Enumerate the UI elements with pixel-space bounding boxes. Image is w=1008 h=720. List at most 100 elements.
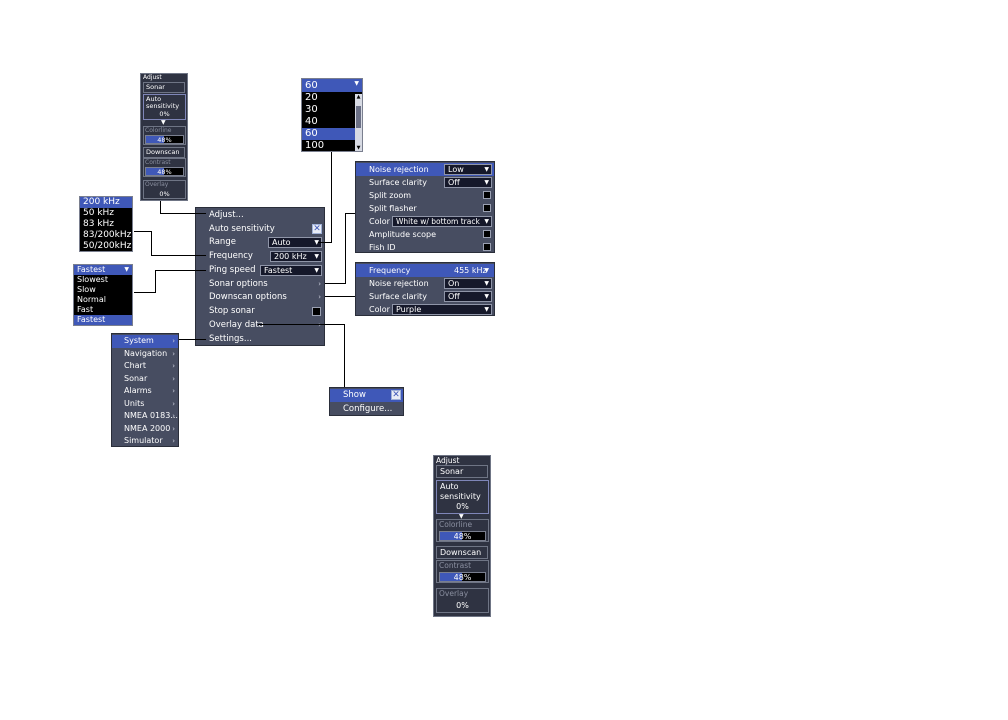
chevron-down-icon: ▼ <box>484 218 489 225</box>
overlay-box[interactable]: Overlay 0% <box>436 588 489 613</box>
colorline-box[interactable]: Colorline 48% <box>436 519 489 542</box>
sonar-opt-color[interactable]: Color White w/ bottom track▼ <box>356 215 494 228</box>
connector-line <box>331 152 332 243</box>
contrast-box[interactable]: Contrast 48% <box>436 560 489 583</box>
ping-option[interactable]: Normal <box>77 295 106 304</box>
scroll-down-icon[interactable]: ▼ <box>356 145 361 151</box>
settings-option[interactable]: NMEA 0183...› <box>112 410 178 423</box>
chevron-down-icon: ▼ <box>354 80 359 87</box>
menu-frequency[interactable]: Frequency 200 kHz▼ <box>196 250 324 263</box>
settings-option[interactable]: System› <box>112 335 178 348</box>
overlay-box[interactable]: Overlay 0% <box>143 180 186 199</box>
ping-option[interactable]: Slowest <box>77 275 108 284</box>
colorline-bar: 48% <box>145 135 184 144</box>
settings-option[interactable]: Chart› <box>112 360 178 373</box>
sonar-opt-fish-id[interactable]: Fish ID <box>356 241 494 254</box>
sonar-opt-amplitude[interactable]: Amplitude scope <box>356 228 494 241</box>
freq-option[interactable]: 50 kHz <box>83 208 115 218</box>
ping-option[interactable]: Fastest <box>74 315 132 325</box>
settings-option[interactable]: Navigation› <box>112 348 178 361</box>
noise-dropdown[interactable]: Low▼ <box>444 164 492 175</box>
downscan-opt-frequency[interactable]: Frequency 455 kHz▼ <box>356 264 494 277</box>
chevron-right-icon: › <box>172 399 175 408</box>
color-dropdown[interactable]: White w/ bottom track▼ <box>392 216 492 227</box>
sonar-label: Sonar <box>143 82 185 93</box>
overlay-configure[interactable]: Configure... <box>343 404 393 414</box>
sonar-opt-noise[interactable]: Noise rejection Low▼ <box>356 163 494 176</box>
menu-overlay-data[interactable]: Overlay data› <box>209 320 321 330</box>
menu-downscan-options[interactable]: Downscan options› <box>209 292 321 302</box>
menu-ping-speed[interactable]: Ping speed Fastest▼ <box>196 264 324 277</box>
range-list-header[interactable]: 60 ▼ <box>302 79 362 92</box>
ds-noise-dropdown[interactable]: On▼ <box>444 278 492 289</box>
downscan-opt-color[interactable]: Color Purple▼ <box>356 303 494 316</box>
downscan-opt-noise[interactable]: Noise rejection On▼ <box>356 277 494 290</box>
stop-sonar-checkbox[interactable] <box>312 307 321 316</box>
menu-adjust[interactable]: Adjust... <box>209 210 244 220</box>
sonar-opt-clarity[interactable]: Surface clarity Off▼ <box>356 176 494 189</box>
colorline-fill <box>146 136 164 143</box>
auto-sensitivity-checkbox[interactable]: ✕ <box>312 224 322 234</box>
scroll-up-icon[interactable]: ▲ <box>356 94 361 100</box>
freq-option[interactable]: 83 kHz <box>83 219 115 229</box>
contrast-box[interactable]: Contrast 48% <box>143 158 186 177</box>
scroll-thumb[interactable] <box>356 106 361 128</box>
downscan-opt-clarity[interactable]: Surface clarity Off▼ <box>356 290 494 303</box>
connector-line <box>344 324 345 387</box>
settings-option[interactable]: Units› <box>112 398 178 411</box>
settings-option[interactable]: Alarms› <box>112 385 178 398</box>
settings-option[interactable]: NMEA 2000› <box>112 423 178 436</box>
menu-sonar-options[interactable]: Sonar options› <box>209 279 321 289</box>
sonar-opt-split-zoom[interactable]: Split zoom <box>356 189 494 202</box>
settings-option[interactable]: Simulator› <box>112 435 178 448</box>
chevron-right-icon: › <box>172 437 175 445</box>
fish-id-checkbox[interactable] <box>483 243 491 251</box>
ds-color-dropdown[interactable]: Purple▼ <box>392 304 492 315</box>
amplitude-checkbox[interactable] <box>483 230 491 238</box>
menu-range[interactable]: Range Auto▼ <box>196 236 324 249</box>
sonar-opt-split-flasher[interactable]: Split flasher <box>356 202 494 215</box>
chevron-down-icon: ▼ <box>484 306 489 313</box>
colorline-fill <box>440 532 462 540</box>
clarity-dropdown[interactable]: Off▼ <box>444 177 492 188</box>
ping-list-header[interactable]: Fastest ▼ <box>74 265 132 275</box>
show-checkbox[interactable]: ✕ <box>391 390 401 400</box>
split-flasher-checkbox[interactable] <box>483 204 491 212</box>
connector-line <box>345 213 355 214</box>
connector-line <box>155 270 206 271</box>
ping-speed-dropdown[interactable]: Fastest▼ <box>260 265 322 276</box>
connector-line <box>160 201 161 214</box>
adjust-title: Adjust <box>436 456 460 465</box>
adjust-panel-large: Adjust Sonar Auto sensitivity 0% ▼ Color… <box>433 455 491 617</box>
ds-frequency-dropdown[interactable]: 455 kHz▼ <box>450 265 492 276</box>
ping-option[interactable]: Slow <box>77 285 96 294</box>
menu-settings[interactable]: Settings... <box>209 334 252 344</box>
frequency-dropdown[interactable]: 200 kHz▼ <box>270 251 322 262</box>
connector-line <box>155 270 156 293</box>
menu-auto-sensitivity[interactable]: Auto sensitivity ✕ <box>209 224 322 234</box>
range-dropdown[interactable]: Auto▼ <box>268 237 322 248</box>
range-scrollbar[interactable]: ▲ ▼ <box>355 94 362 151</box>
chevron-right-icon: › <box>172 374 175 383</box>
freq-option[interactable]: 200 kHz <box>80 197 132 208</box>
menu-stop-sonar[interactable]: Stop sonar <box>196 305 324 318</box>
overlay-show[interactable]: Show ✕ <box>330 389 403 402</box>
chevron-right-icon: › <box>172 362 175 370</box>
range-option[interactable]: 100 <box>305 140 325 151</box>
settings-option[interactable]: Sonar› <box>112 373 178 386</box>
range-option[interactable]: 30 <box>305 104 318 115</box>
split-zoom-checkbox[interactable] <box>483 191 491 199</box>
chevron-down-icon: ▼ <box>161 119 166 126</box>
freq-option[interactable]: 83/200kHz <box>83 230 132 240</box>
auto-sensitivity-box[interactable]: Auto sensitivity 0% <box>436 480 489 514</box>
colorline-box[interactable]: Colorline 48% <box>143 126 186 145</box>
ping-option[interactable]: Fast <box>77 305 94 314</box>
chevron-down-icon: ▼ <box>484 166 489 173</box>
contrast-fill <box>146 168 164 175</box>
ds-clarity-dropdown[interactable]: Off▼ <box>444 291 492 302</box>
auto-sensitivity-box[interactable]: Auto sensitivity 0% <box>143 94 186 120</box>
freq-option[interactable]: 50/200kHz <box>83 241 132 251</box>
range-option[interactable]: 40 <box>305 116 318 127</box>
range-option[interactable]: 20 <box>305 92 318 103</box>
range-option[interactable]: 60 <box>302 128 362 140</box>
